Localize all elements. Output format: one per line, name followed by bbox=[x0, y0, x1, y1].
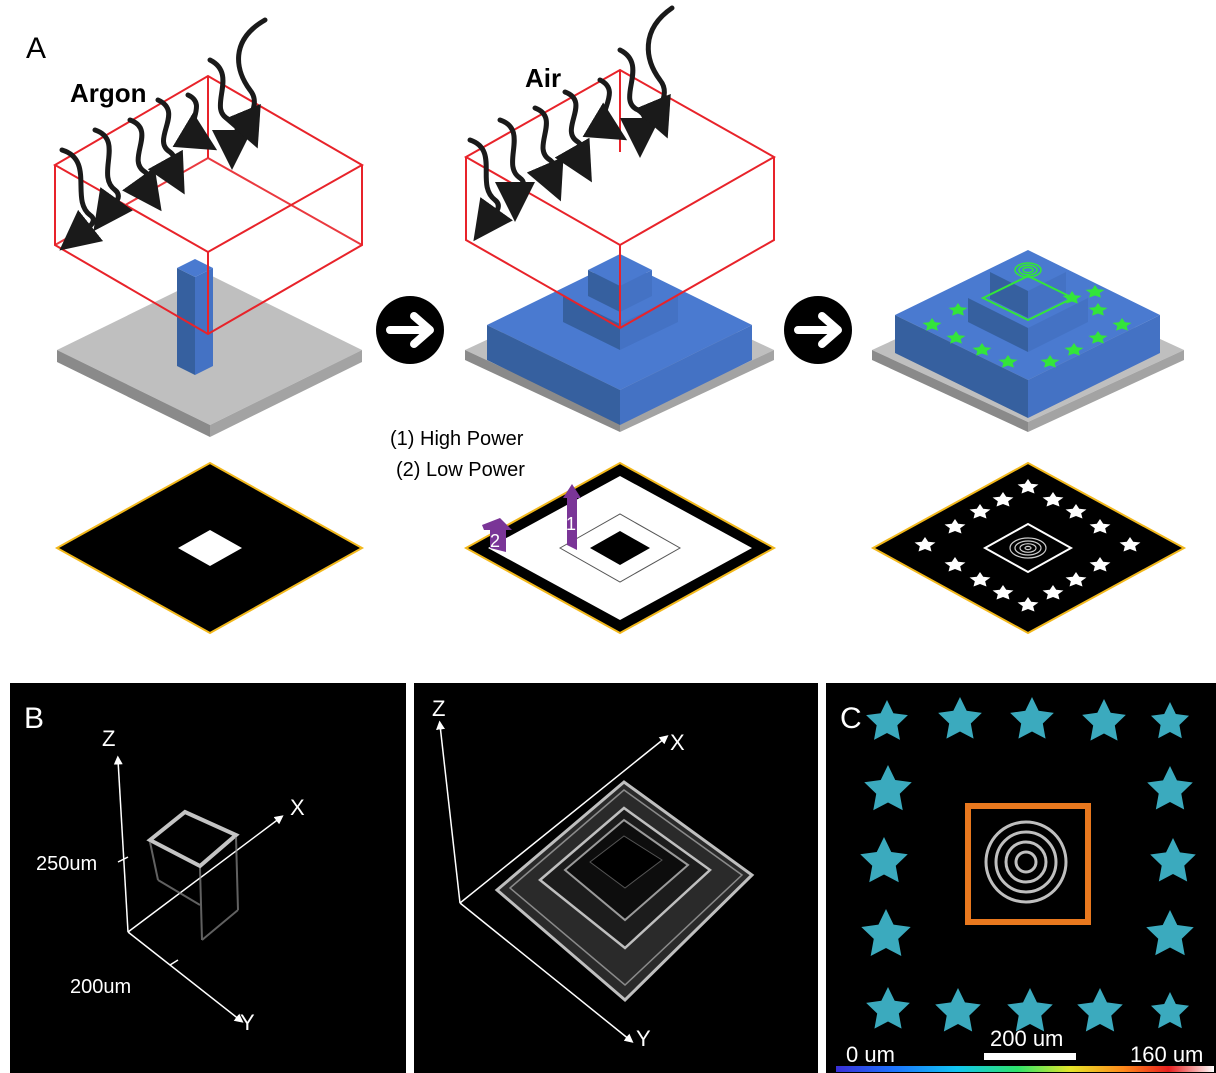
step2-enclosure bbox=[463, 68, 777, 330]
step2-schematic: Air bbox=[463, 5, 777, 432]
c-square-ring bbox=[965, 803, 1091, 925]
step1-enclosure bbox=[52, 74, 365, 336]
marker-1-arrow: 1 bbox=[563, 484, 581, 550]
c-colorbar-max-label: 160 um bbox=[1130, 1042, 1203, 1067]
b-right-pyramid-scan bbox=[494, 780, 755, 1003]
step1-pattern bbox=[54, 461, 365, 635]
c-scale-bar bbox=[984, 1053, 1076, 1060]
b-left-z-label: Z bbox=[102, 726, 115, 751]
step3-pattern bbox=[870, 461, 1187, 635]
panel-b-letter: B bbox=[24, 702, 44, 735]
panel-b-left: B Z X Y 250um 200um bbox=[10, 683, 406, 1073]
b-left-cube-scan bbox=[146, 809, 240, 869]
next-step-arrow-2 bbox=[784, 296, 852, 364]
c-colorbar bbox=[836, 1066, 1214, 1072]
legend-low-power: (2) Low Power bbox=[396, 459, 525, 481]
b-left-y-label: Y bbox=[240, 1010, 255, 1035]
step2-pattern-center bbox=[590, 531, 650, 565]
step3-pattern-spiral bbox=[1009, 537, 1047, 559]
scale-z-label: 250um bbox=[36, 853, 97, 875]
b-right-y-label: Y bbox=[636, 1026, 651, 1051]
step1-pattern-square bbox=[178, 530, 242, 566]
c-colorbar-min-label: 0 um bbox=[846, 1042, 895, 1067]
marker-1-label: 1 bbox=[566, 514, 576, 534]
marker-2-label: 2 bbox=[490, 531, 500, 551]
panel-b-right: Z X Y bbox=[414, 683, 818, 1073]
step2-pattern: 1 2 bbox=[463, 461, 777, 635]
step2-gas-label: Air bbox=[525, 63, 561, 93]
panel-a-letter: A bbox=[26, 32, 46, 65]
step3-green-spiral bbox=[1014, 262, 1042, 278]
c-scale-bar-label: 200 um bbox=[990, 1026, 1063, 1051]
next-step-arrow-1 bbox=[376, 296, 444, 364]
scale-y-label: 200um bbox=[70, 976, 131, 998]
marker-2-arrow: 2 bbox=[482, 518, 512, 552]
panel-c-letter: C bbox=[840, 702, 862, 735]
b-right-z-label: Z bbox=[432, 696, 445, 721]
air-flow-arrows bbox=[467, 5, 675, 242]
b-right-x-label: X bbox=[670, 730, 685, 755]
legend-high-power: (1) High Power bbox=[390, 428, 524, 450]
step3-schematic bbox=[872, 250, 1184, 432]
panel-c: C bbox=[826, 683, 1216, 1073]
c-spiral bbox=[984, 820, 1068, 904]
step1-gas-label: Argon bbox=[70, 78, 147, 108]
argon-flow-arrows bbox=[59, 17, 268, 251]
step1-schematic: Argon bbox=[52, 17, 365, 437]
b-left-x-label: X bbox=[290, 795, 305, 820]
